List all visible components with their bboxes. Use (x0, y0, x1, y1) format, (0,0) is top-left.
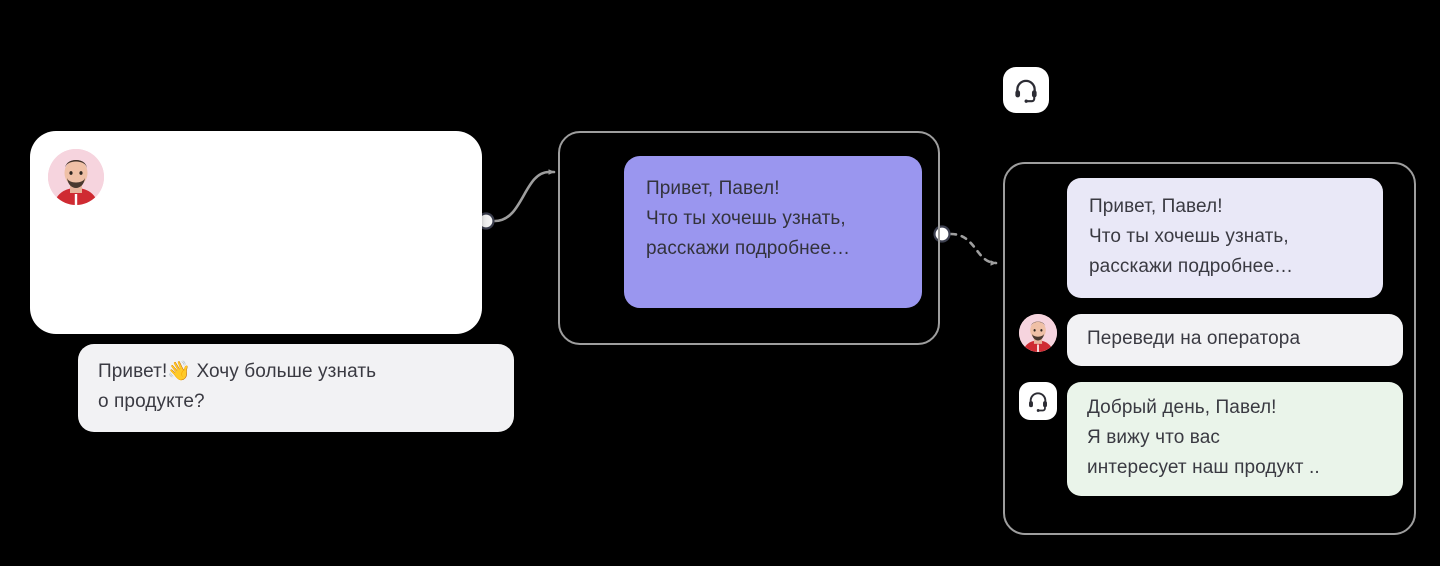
chat-bot-bubble: Привет, Павел! Что ты хочешь узнать, рас… (1067, 178, 1383, 298)
chat-row-bot: Привет, Павел! Что ты хочешь узнать, рас… (1019, 178, 1403, 298)
chat-user-bubble: Переведи на оператора (1067, 314, 1403, 366)
edge-user-to-bot-path (493, 169, 556, 223)
bot-reply-node[interactable] (558, 131, 940, 345)
chat-row-user: Переведи на оператора (1019, 314, 1403, 366)
chat-row-operator: Добрый день, Павел! Я вижу что вас интер… (1019, 382, 1403, 496)
operator-headset-badge[interactable] (1003, 67, 1049, 113)
headset-icon (1029, 392, 1047, 412)
user-message-node[interactable]: Привет!👋 Хочу больше узнать о продукте? (30, 131, 514, 432)
user-message-bubble: Привет!👋 Хочу больше узнать о продукте? (78, 344, 514, 432)
user-avatar (48, 149, 104, 205)
user-avatar-illustration (48, 149, 104, 205)
headset-icon (1015, 79, 1037, 103)
operator-headset-badge (1019, 382, 1057, 420)
bot-reply-bubble: Привет, Павел! Что ты хочешь узнать, рас… (624, 156, 922, 308)
chat-message-list: Привет, Павел! Что ты хочешь узнать, рас… (1019, 178, 1403, 496)
user-avatar-illustration (1019, 314, 1057, 352)
chat-preview-node[interactable] (1003, 162, 1416, 535)
edge-bot-to-chat-path (949, 232, 998, 266)
chat-operator-bubble: Добрый день, Павел! Я вижу что вас интер… (1067, 382, 1403, 496)
user-avatar (1019, 314, 1057, 352)
